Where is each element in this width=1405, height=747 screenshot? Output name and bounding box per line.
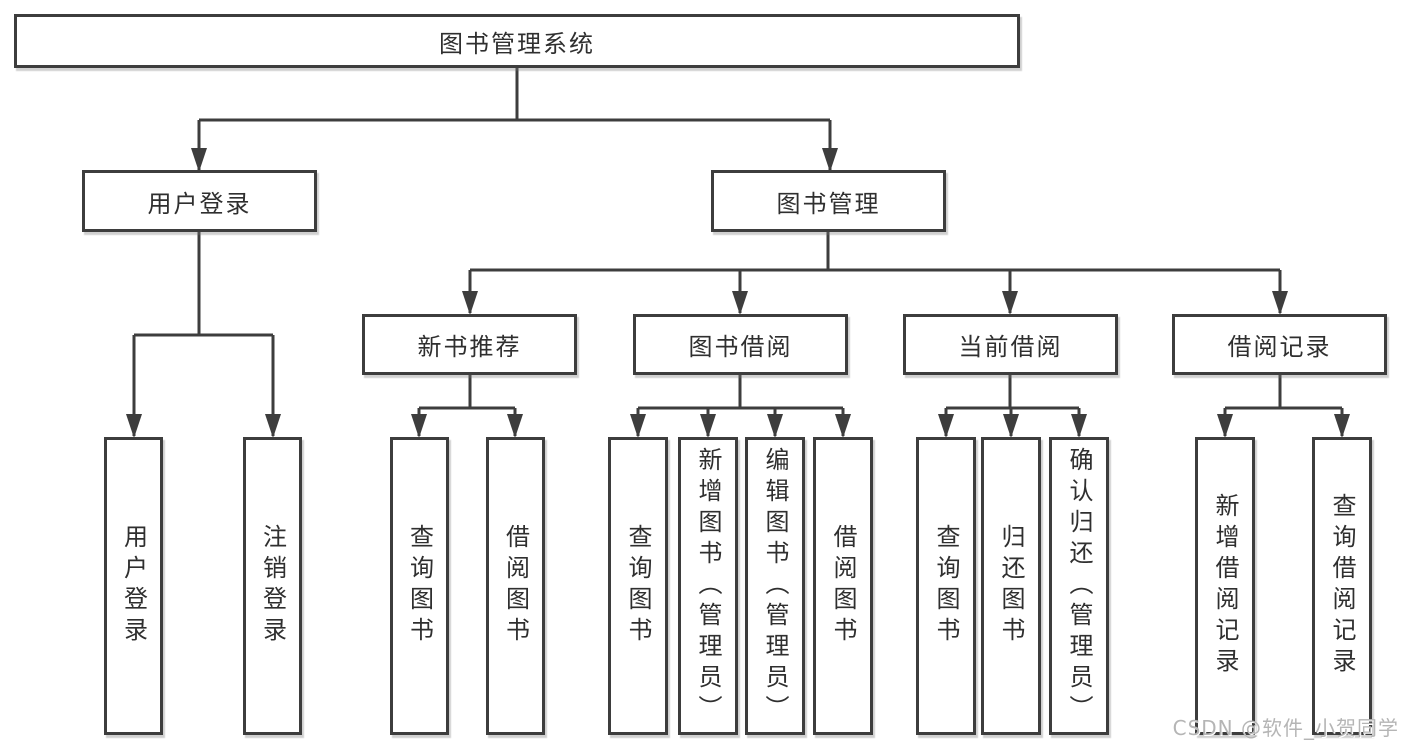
node-root: 图书管理系统	[14, 14, 1020, 68]
leaf-query-books-borrow: 查询图书	[608, 437, 668, 735]
leaf-logout-label: 注销登录	[258, 524, 287, 648]
leaf-query-books-current: 查询图书	[916, 437, 976, 735]
leaf-logout: 注销登录	[243, 437, 302, 735]
node-book-borrow-label: 图书借阅	[688, 333, 793, 361]
leaf-add-borrow-record: 新增借阅记录	[1195, 437, 1255, 735]
node-borrow-records: 借阅记录	[1172, 314, 1387, 375]
node-book-management-label: 图书管理	[776, 189, 881, 218]
leaf-query-books-recommend: 查询图书	[390, 437, 449, 735]
leaf-add-borrow-record-label: 新增借阅记录	[1211, 493, 1239, 679]
node-user-login-label: 用户登录	[147, 189, 252, 218]
leaf-add-book-admin-label: 新增图书（管理员）	[694, 446, 722, 726]
leaf-query-books-recommend-label: 查询图书	[405, 524, 434, 648]
leaf-edit-book-admin-label: 编辑图书（管理员）	[761, 446, 789, 726]
node-user-login: 用户登录	[82, 170, 317, 232]
leaf-confirm-return-admin-label: 确认归还（管理员）	[1065, 446, 1093, 726]
leaf-query-books-current-label: 查询图书	[932, 524, 960, 648]
node-current-borrow: 当前借阅	[903, 314, 1118, 375]
leaf-borrow-books-label: 借阅图书	[829, 524, 857, 648]
node-root-label: 图书管理系统	[439, 29, 595, 58]
node-borrow-records-label: 借阅记录	[1227, 333, 1332, 361]
leaf-borrow-books: 借阅图书	[813, 437, 873, 735]
leaf-query-books-borrow-label: 查询图书	[624, 524, 652, 648]
leaf-borrow-books-recommend: 借阅图书	[486, 437, 545, 735]
leaf-return-book-label: 归还图书	[997, 524, 1025, 648]
leaf-return-book: 归还图书	[981, 437, 1041, 735]
csdn-watermark: CSDN @软件_小贺同学	[1172, 716, 1399, 740]
leaf-query-borrow-record: 查询借阅记录	[1312, 437, 1372, 735]
leaf-confirm-return-admin: 确认归还（管理员）	[1049, 437, 1109, 735]
node-book-management: 图书管理	[711, 170, 946, 232]
node-book-borrow: 图书借阅	[633, 314, 848, 375]
node-new-book-recommend: 新书推荐	[362, 314, 577, 375]
leaf-user-login-label: 用户登录	[119, 524, 148, 648]
node-new-book-recommend-label: 新书推荐	[417, 333, 522, 361]
leaf-edit-book-admin: 编辑图书（管理员）	[745, 437, 805, 735]
leaf-query-borrow-record-label: 查询借阅记录	[1328, 493, 1356, 679]
leaf-add-book-admin: 新增图书（管理员）	[678, 437, 738, 735]
leaf-borrow-books-recommend-label: 借阅图书	[501, 524, 530, 648]
leaf-user-login: 用户登录	[104, 437, 163, 735]
node-current-borrow-label: 当前借阅	[958, 333, 1063, 361]
